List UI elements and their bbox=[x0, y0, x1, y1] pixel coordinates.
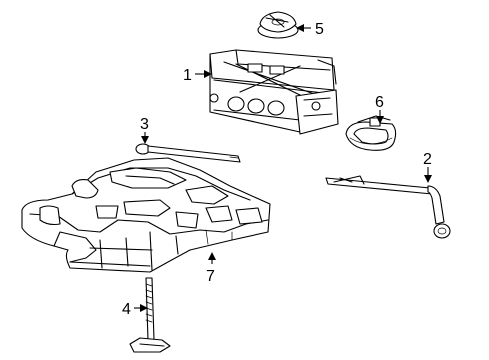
callout-7-label: 7 bbox=[206, 268, 215, 285]
callout-3: 3 bbox=[140, 116, 149, 144]
callout-6-label: 6 bbox=[375, 94, 384, 111]
callout-2: 2 bbox=[423, 151, 432, 183]
part-5-jack-cap bbox=[257, 11, 299, 39]
callout-7: 7 bbox=[206, 252, 216, 285]
callout-1: 1 bbox=[183, 67, 212, 84]
callout-6: 6 bbox=[375, 94, 384, 124]
part-4-hold-down-bolt bbox=[129, 277, 171, 353]
callout-5-label: 5 bbox=[315, 21, 324, 38]
part-1-scissor-jack bbox=[209, 49, 339, 135]
part-3-lug-wrench bbox=[135, 143, 241, 163]
callout-2-label: 2 bbox=[423, 151, 432, 168]
callout-4: 4 bbox=[122, 301, 148, 318]
part-2-jack-handle bbox=[325, 175, 451, 239]
callout-3-label: 3 bbox=[140, 116, 149, 133]
part-6-strap bbox=[345, 115, 397, 151]
callout-4-label: 4 bbox=[122, 301, 131, 318]
callout-5: 5 bbox=[296, 21, 324, 38]
callout-1-label: 1 bbox=[183, 67, 192, 84]
part-7-tool-tray bbox=[21, 157, 271, 273]
